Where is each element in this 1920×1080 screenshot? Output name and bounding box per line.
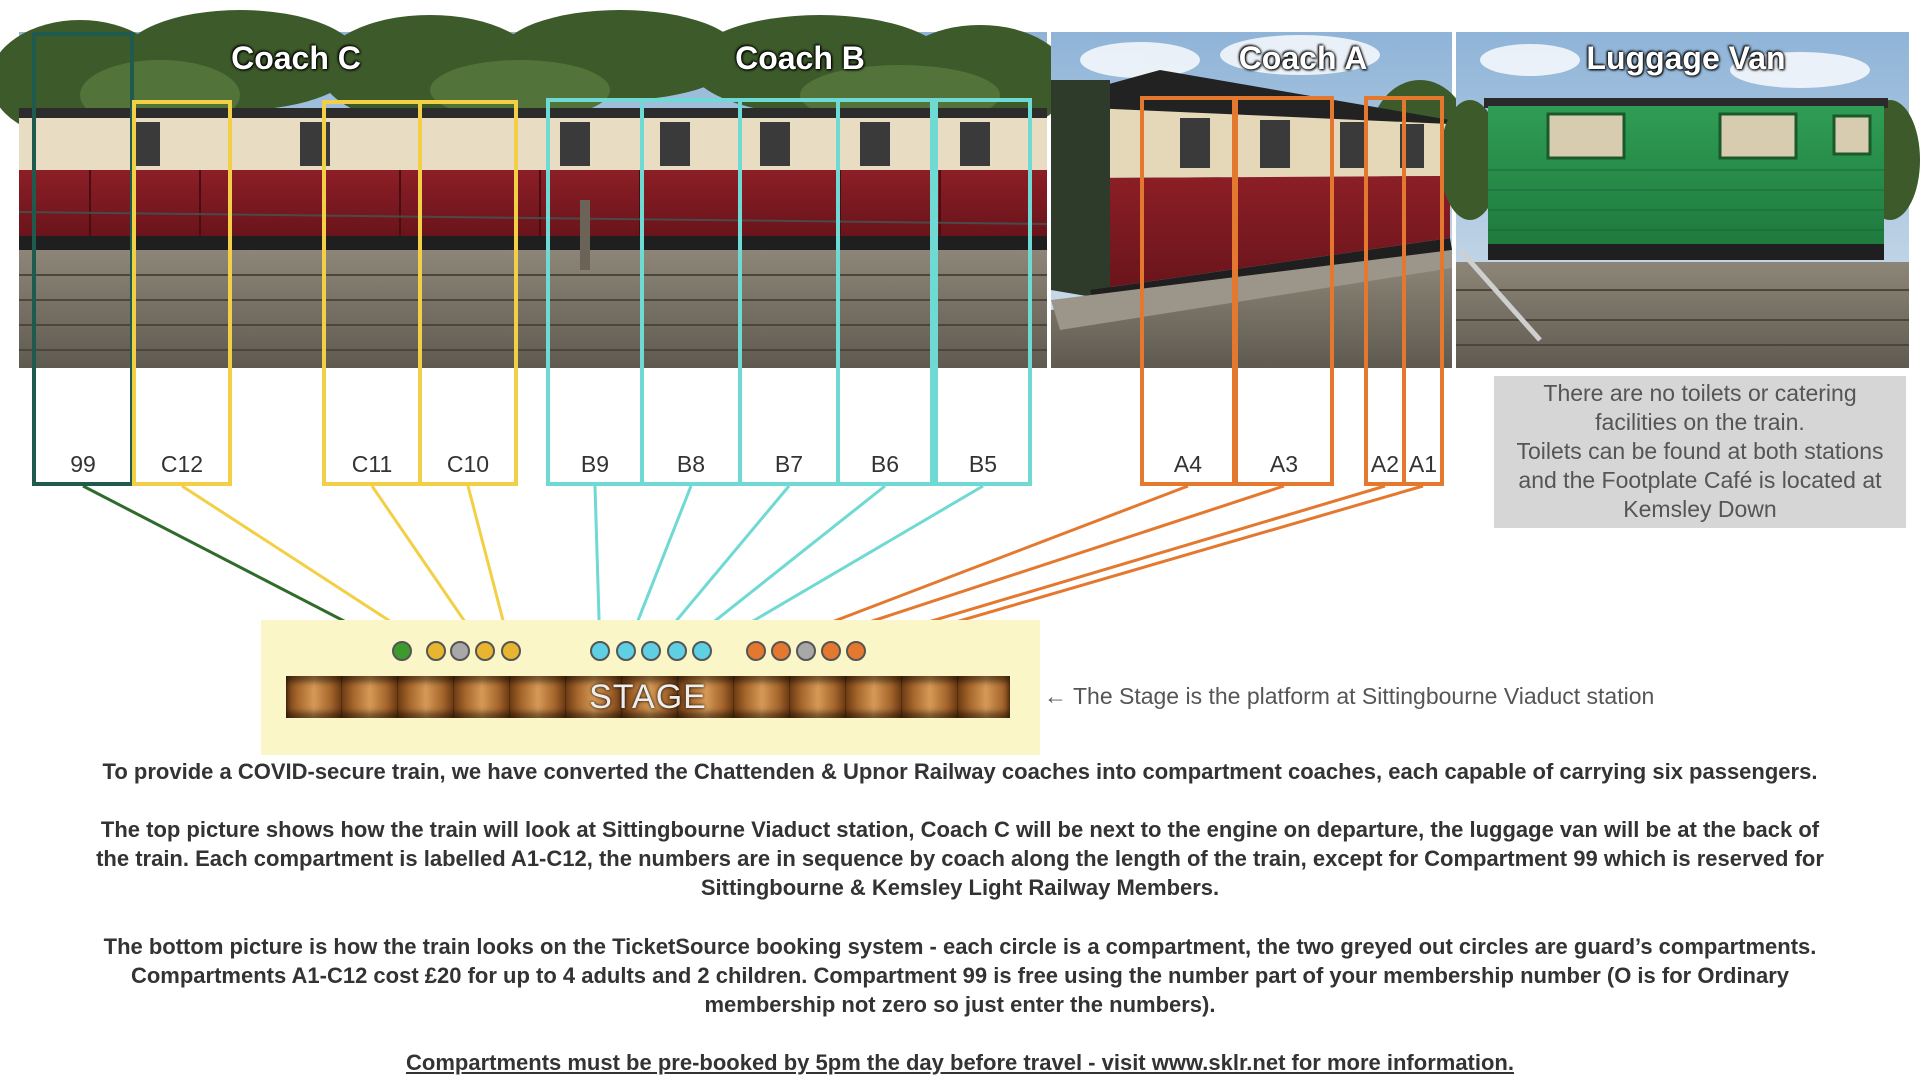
booking-compartment-circle[interactable] <box>501 641 521 661</box>
info-line: Kemsley Down <box>1623 496 1777 522</box>
compartment-label: A4 <box>1173 451 1203 477</box>
compartment-label: B6 <box>870 451 900 477</box>
compartment-label: C10 <box>446 451 490 477</box>
booking-compartment-circle[interactable] <box>426 641 446 661</box>
compartment-box-a2: A2 <box>1364 96 1406 486</box>
compartment-label: 99 <box>70 451 96 477</box>
compartment-box-c12: C12 <box>132 100 232 486</box>
booking-compartment-circle[interactable] <box>475 641 495 661</box>
compartment-label: A2 <box>1370 451 1400 477</box>
photo-panel-luggage-van <box>1440 32 1920 368</box>
luggage-van-title: Luggage Van <box>1586 40 1786 76</box>
booking-compartment-circle[interactable] <box>846 641 866 661</box>
info-line: There are no toilets or catering <box>1543 380 1857 406</box>
booking-compartment-circle[interactable] <box>667 641 687 661</box>
compartment-box-b9: B9 <box>546 98 644 486</box>
paragraph-bottom-picture: The bottom picture is how the train look… <box>0 932 1920 1019</box>
coach-b-title: Coach B <box>735 40 865 76</box>
paragraph-line: Compartments A1-C12 cost £20 for up to 4… <box>130 963 1790 988</box>
coach-a-title: Coach A <box>1238 40 1368 76</box>
booking-compartment-circle[interactable] <box>771 641 791 661</box>
paragraph-line: The top picture shows how the train will… <box>100 817 1820 842</box>
compartment-label: B5 <box>968 451 998 477</box>
paragraph-footer: Compartments must be pre-booked by 5pm t… <box>0 1048 1920 1077</box>
stage-label: STAGE <box>589 678 707 716</box>
compartment-box-b6: B6 <box>836 98 934 486</box>
facilities-info-box: There are no toilets or catering facilit… <box>1494 376 1906 528</box>
coach-c-title: Coach C <box>231 40 361 76</box>
info-line: Toilets can be found at both stations <box>1516 438 1884 464</box>
booking-compartment-circle[interactable] <box>821 641 841 661</box>
compartment-box-b7: B7 <box>738 98 840 486</box>
booking-compartment-circle[interactable] <box>590 641 610 661</box>
compartment-label: C11 <box>351 451 393 477</box>
paragraph-line: To provide a COVID-secure train, we have… <box>102 759 1818 784</box>
compartment-label: A1 <box>1408 451 1438 477</box>
paragraph-covid: To provide a COVID-secure train, we have… <box>0 757 1920 786</box>
compartment-box-a1: A1 <box>1402 96 1444 486</box>
compartment-box-b5: B5 <box>934 98 1032 486</box>
compartment-box-a3: A3 <box>1234 96 1334 486</box>
compartment-box-a4: A4 <box>1140 96 1236 486</box>
info-line: and the Footplate Café is located at <box>1518 467 1882 493</box>
booking-compartment-circle[interactable] <box>450 641 470 661</box>
compartment-label: A3 <box>1269 451 1299 477</box>
paragraph-top-picture: The top picture shows how the train will… <box>0 815 1920 902</box>
compartment-label: B9 <box>580 451 610 477</box>
compartment-label: B7 <box>774 451 804 477</box>
booking-compartment-circle[interactable] <box>692 641 712 661</box>
info-line: facilities on the train. <box>1595 409 1805 435</box>
compartment-box-99: 99 <box>32 32 134 486</box>
booking-compartment-circle[interactable] <box>796 641 816 661</box>
compartment-box-b8: B8 <box>640 98 742 486</box>
stage-platform-bar <box>286 676 1010 718</box>
prebooking-notice: Compartments must be pre-booked by 5pm t… <box>406 1050 1514 1075</box>
paragraph-line: Sittingbourne & Kemsley Light Railway Me… <box>700 875 1220 900</box>
compartment-box-c11: C11 <box>322 100 422 486</box>
booking-compartment-circle[interactable] <box>392 641 412 661</box>
booking-compartment-circle[interactable] <box>641 641 661 661</box>
stage-note: ← The Stage is the platform at Sittingbo… <box>1044 683 1655 709</box>
booking-compartment-circle[interactable] <box>746 641 766 661</box>
compartment-box-c10: C10 <box>418 100 518 486</box>
paragraph-line: The bottom picture is how the train look… <box>103 934 1817 959</box>
booking-compartment-circle[interactable] <box>616 641 636 661</box>
paragraph-line: membership not zero so just enter the nu… <box>704 992 1216 1017</box>
photo-panel-coach-a <box>1051 32 1470 368</box>
compartment-label: B8 <box>676 451 706 477</box>
compartment-label: C12 <box>160 451 204 477</box>
paragraph-line: the train. Each compartment is labelled … <box>96 846 1824 871</box>
